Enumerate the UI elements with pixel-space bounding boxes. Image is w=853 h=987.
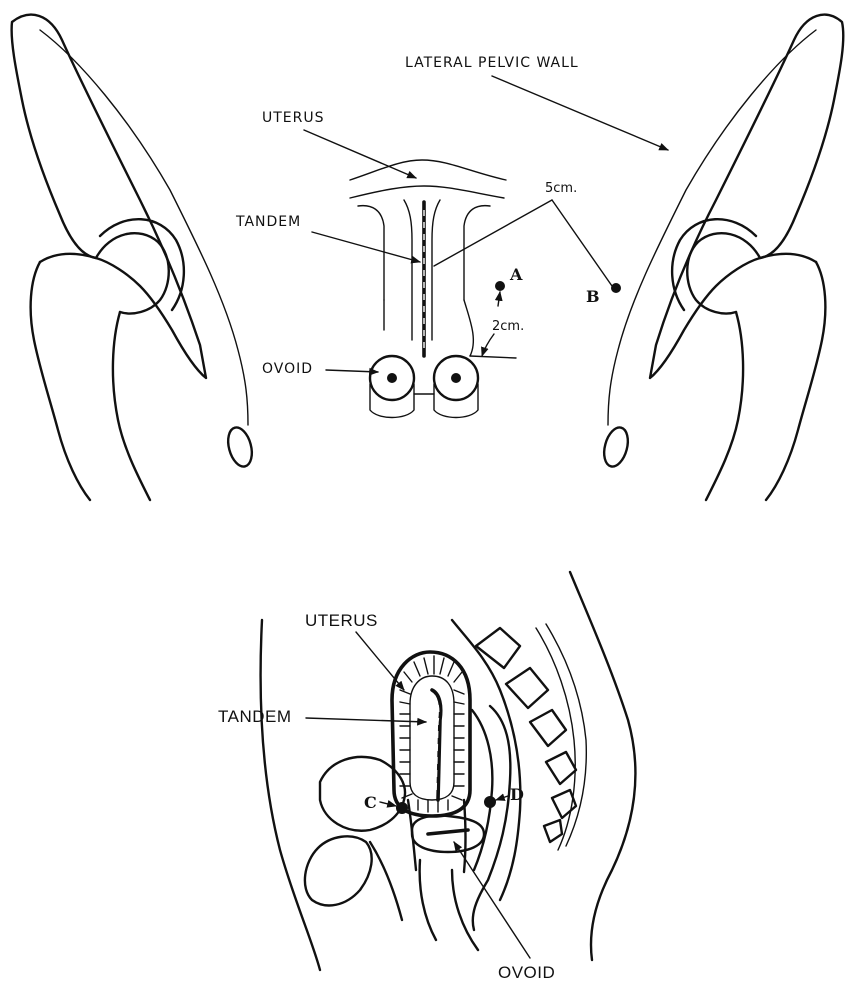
- left-iliac-wing: [12, 15, 206, 378]
- five-cm-line-to-b: [552, 200, 612, 286]
- ap-view: A 2cm. B 5cm. LATERAL PELVIC WALL UTERUS…: [12, 15, 844, 500]
- left-femoral-head: [96, 233, 169, 313]
- lateral-view: C D UTERUS TANDEM OVOID: [218, 572, 635, 982]
- point-d-label: D: [510, 785, 524, 804]
- point-b-label: B: [586, 287, 600, 306]
- left-iliac-inner: [40, 30, 248, 425]
- uterus-ap: [350, 160, 506, 198]
- right-iliac-wing: [650, 15, 843, 378]
- two-cm-arrow: [498, 292, 500, 306]
- uterine-cavity-ap: [404, 200, 440, 340]
- back-outline: [570, 572, 635, 960]
- right-femur-neck: [760, 254, 816, 262]
- ovoid-arrow-lateral: [454, 842, 530, 958]
- ovoid-left: [370, 356, 414, 418]
- left-femur: [31, 262, 150, 500]
- right-iliac-inner: [608, 30, 816, 425]
- left-ischium: [224, 425, 256, 469]
- right-femur: [706, 262, 825, 500]
- tandem-label-lateral: TANDEM: [218, 707, 292, 726]
- point-d-marker: [484, 796, 496, 808]
- point-c-marker: [396, 802, 408, 814]
- tandem-label-ap: TANDEM: [235, 214, 301, 230]
- right-femoral-head: [687, 233, 760, 313]
- ovoid-label-ap: OVOID: [262, 361, 313, 377]
- pubic-bone: [305, 836, 372, 905]
- uterus-label-ap: UTERUS: [262, 110, 325, 126]
- five-cm-label: 5cm.: [545, 181, 577, 196]
- point-b-marker: [611, 283, 621, 293]
- cervix-ap: [384, 300, 473, 356]
- ovoid-lateral: [412, 816, 484, 852]
- point-a-marker: [495, 281, 505, 291]
- five-cm-line-to-tandem: [434, 200, 552, 266]
- lateral-pelvic-wall-arrow: [492, 76, 668, 150]
- uterus-label-lateral: UTERUS: [305, 611, 378, 630]
- abdominal-wall: [261, 620, 320, 970]
- rectum: [472, 706, 510, 930]
- perineum-lines: [370, 842, 478, 950]
- uterus-lateral: [392, 652, 470, 816]
- point-a-label: A: [509, 265, 523, 284]
- ovoid-label-lateral: OVOID: [498, 963, 555, 982]
- ovoid-right: [434, 356, 478, 418]
- point-c-label: C: [364, 793, 377, 812]
- left-femur-neck: [40, 254, 96, 262]
- tandem-arrow-lateral: [306, 718, 426, 722]
- two-cm-label: 2cm.: [492, 319, 524, 334]
- lateral-pelvic-wall-label: LATERAL PELVIC WALL: [405, 55, 579, 71]
- tandem-arrow-ap: [312, 232, 420, 262]
- uterus-arrow-lateral: [356, 632, 404, 690]
- uterus-arrow-ap: [304, 130, 416, 178]
- two-cm-leader: [482, 334, 494, 356]
- right-ischium: [600, 425, 632, 469]
